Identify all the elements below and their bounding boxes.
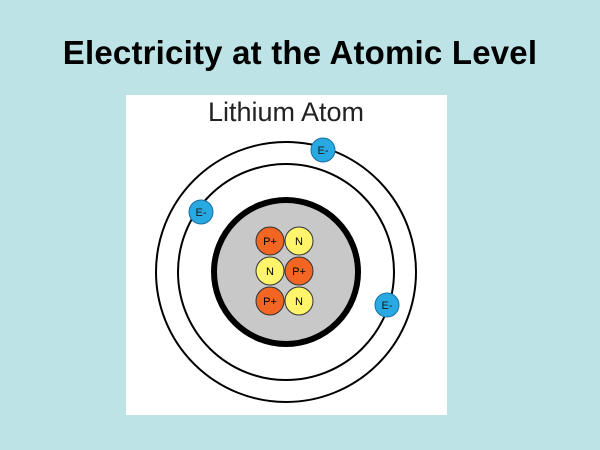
proton-particle: P+ — [284, 256, 314, 286]
neutron-particle: N — [255, 256, 285, 286]
proton-particle: P+ — [255, 286, 285, 316]
proton-particle: P+ — [255, 226, 285, 256]
particle-label: N — [295, 296, 303, 308]
electron: E- — [188, 199, 214, 225]
outer-orbit — [155, 141, 417, 403]
electron: E- — [374, 292, 400, 318]
particle-label: P+ — [263, 236, 277, 248]
diagram-heading: Lithium Atom — [208, 97, 364, 127]
electron-label: E- — [318, 145, 329, 157]
neutron-particle: N — [284, 226, 314, 256]
particle-label: P+ — [292, 266, 306, 278]
slide-title: Electricity at the Atomic Level — [62, 34, 538, 71]
particle-label: P+ — [263, 296, 277, 308]
electron-label: E- — [196, 207, 207, 219]
particle-label: N — [266, 266, 274, 278]
inner-orbit — [177, 163, 395, 381]
electron: E- — [310, 137, 336, 163]
particle-label: N — [295, 236, 303, 248]
electron-label: E- — [382, 300, 393, 312]
atom-svg: Lithium Atom P+ N N P+ P+ N — [155, 97, 417, 403]
lithium-atom-diagram: Lithium Atom P+ N N P+ P+ N — [126, 95, 447, 415]
neutron-particle: N — [284, 286, 314, 316]
